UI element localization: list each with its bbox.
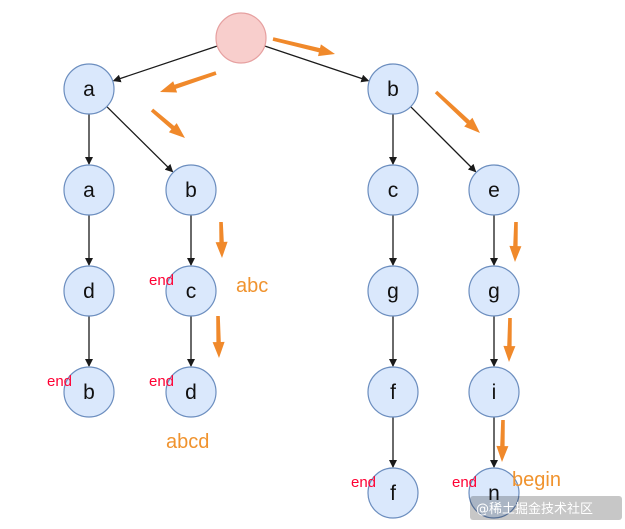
trie-node-c2: c <box>165 265 217 317</box>
end-marker-c2: end <box>149 272 174 289</box>
traversal-arrow <box>272 37 335 57</box>
trie-node-e1: e <box>468 164 520 216</box>
node-label: a <box>83 179 95 202</box>
watermark-backdrop <box>470 496 622 520</box>
node-label: d <box>83 280 95 303</box>
labels-layer: end end end end end abc abcd begin @稀土掘金技术社区 <box>47 272 622 520</box>
node-label: g <box>387 280 399 303</box>
trie-node-n1: n <box>468 467 520 519</box>
edge-b1-e1 <box>410 106 477 173</box>
node-label: i <box>492 381 497 404</box>
trie-node-f1: f <box>367 366 419 418</box>
end-marker-f2: end <box>351 474 376 491</box>
node-label: e <box>488 179 500 202</box>
trie-node-c1: c <box>367 164 419 216</box>
node-label: n <box>488 482 500 505</box>
edge-root-a1 <box>112 45 218 83</box>
node-circle <box>468 265 520 317</box>
end-marker-n1: end <box>452 474 477 491</box>
traversal-arrow <box>509 222 522 262</box>
node-label: b <box>185 179 197 202</box>
node-circle <box>63 63 115 115</box>
traversal-arrow <box>150 108 185 138</box>
trie-node-b3: b <box>63 366 115 418</box>
node-circle <box>165 366 217 418</box>
node-circle <box>468 366 520 418</box>
node-label: d <box>185 381 197 404</box>
node-circle <box>468 164 520 216</box>
trie-node-d1: d <box>63 265 115 317</box>
node-circle <box>367 63 419 115</box>
node-label: c <box>186 280 197 303</box>
word-label-abcd: abcd <box>166 431 209 453</box>
node-circle <box>63 265 115 317</box>
node-circle <box>63 366 115 418</box>
edge-a1-b2 <box>106 106 174 173</box>
edge-root-b1 <box>264 45 370 83</box>
trie-node-a1: a <box>63 63 115 115</box>
node-circle <box>468 467 520 519</box>
node-circle <box>367 265 419 317</box>
traversal-arrow <box>160 71 217 93</box>
node-label: f <box>390 381 396 404</box>
root-node <box>215 12 267 64</box>
trie-node-b2: b <box>165 164 217 216</box>
traversal-arrow <box>503 318 516 362</box>
trie-node-f2: f <box>367 467 419 519</box>
trie-node-b1: b <box>367 63 419 115</box>
node-label: b <box>387 78 399 101</box>
node-circle <box>165 164 217 216</box>
node-circle <box>367 164 419 216</box>
node-label: a <box>83 78 95 101</box>
edges-layer <box>85 45 498 468</box>
traversal-arrow <box>212 316 225 358</box>
watermark: @稀土掘金技术社区 <box>476 501 593 517</box>
trie-node-i1: i <box>468 366 520 418</box>
traversal-arrow <box>215 222 228 258</box>
node-circle <box>63 164 115 216</box>
traversal-arrows-layer <box>150 37 522 462</box>
trie-node-a2: a <box>63 164 115 216</box>
node-circle <box>367 467 419 519</box>
word-label-abc: abc <box>236 275 268 297</box>
word-label-begin: begin <box>512 469 561 491</box>
end-marker-d2: end <box>149 373 174 390</box>
node-label: g <box>488 280 500 303</box>
node-label: c <box>388 179 399 202</box>
node-circle <box>367 366 419 418</box>
node-circle <box>165 265 217 317</box>
trie-node-g2: g <box>468 265 520 317</box>
end-marker-b3: end <box>47 373 72 390</box>
node-label: f <box>390 482 396 505</box>
traversal-arrow <box>434 90 480 133</box>
traversal-arrow <box>496 420 509 462</box>
trie-node-g1: g <box>367 265 419 317</box>
node-label: b <box>83 381 95 404</box>
trie-node-d2: d <box>165 366 217 418</box>
